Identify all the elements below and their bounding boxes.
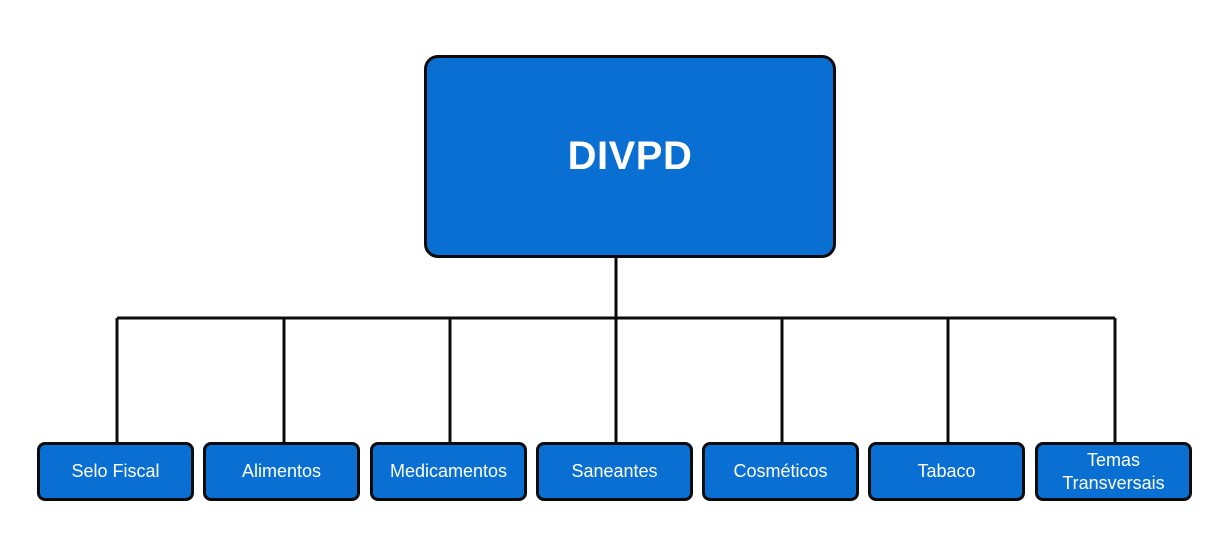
child-node-alimentos: Alimentos bbox=[203, 442, 360, 501]
child-node-cosmeticos: Cosméticos bbox=[702, 442, 859, 501]
child-node-saneantes: Saneantes bbox=[536, 442, 693, 501]
child-node-tabaco: Tabaco bbox=[868, 442, 1025, 501]
child-node-label: Alimentos bbox=[241, 461, 322, 481]
child-node-selo-fiscal: Selo Fiscal bbox=[37, 442, 194, 501]
child-node-label: Selo Fiscal bbox=[71, 461, 160, 481]
child-node-label: Tabaco bbox=[917, 461, 976, 481]
root-node-divpd: DIVPD bbox=[424, 55, 836, 258]
child-node-temas-transversais: Temas Transversais bbox=[1035, 442, 1192, 501]
child-node-medicamentos: Medicamentos bbox=[370, 442, 527, 501]
child-node-label: Cosméticos bbox=[733, 461, 828, 481]
root-node-label: DIVPD bbox=[567, 134, 693, 178]
child-node-label: Medicamentos bbox=[389, 461, 508, 481]
child-node-label: Saneantes bbox=[571, 461, 658, 481]
child-node-label: Temas Transversais bbox=[1062, 449, 1165, 493]
